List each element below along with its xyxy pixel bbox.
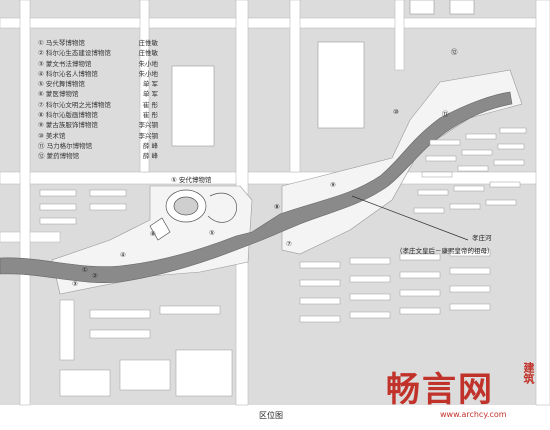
marker-2: ② bbox=[92, 272, 98, 280]
marker-7: ⑦ bbox=[286, 240, 292, 248]
legend-row: ⑤ 安代舞博物馆 单 军 bbox=[38, 79, 158, 89]
marker-4: ④ bbox=[120, 251, 126, 259]
legend-num: ⑥ bbox=[38, 90, 44, 99]
legend-num: ① bbox=[38, 39, 44, 47]
legend-museum: 马头琴博物馆 bbox=[45, 39, 85, 47]
legend-architect: 朱小地 bbox=[138, 59, 159, 68]
legend-row: ② 科尔沁生态建设博物馆 庄惟敏 bbox=[38, 48, 158, 58]
legend-num: ⑩ bbox=[38, 131, 44, 140]
legend-row: ④ 科尔沁名人博物馆 朱小地 bbox=[38, 69, 158, 79]
marker-9: ⑨ bbox=[330, 181, 336, 189]
legend-num: ③ bbox=[38, 59, 44, 68]
legend-num: ⑪ bbox=[38, 141, 45, 150]
legend-num: ⑧ bbox=[38, 111, 44, 120]
legend-row: ⑩ 美术馆 李兴钢 bbox=[38, 131, 158, 141]
river-callout-line bbox=[351, 195, 469, 241]
legend-architect: 崔 彤 bbox=[142, 111, 158, 120]
marker-5: ⑤ bbox=[209, 229, 215, 237]
legend-row: ⑦ 科尔沁文明之光博物馆 崔 彤 bbox=[38, 100, 158, 110]
legend-row: ⑨ 蒙古族服饰博物馆 李兴钢 bbox=[38, 120, 158, 130]
legend-museum: 美术馆 bbox=[45, 131, 66, 140]
marker-6: ⑥ bbox=[150, 230, 156, 238]
marker-12: ⑫ bbox=[451, 48, 458, 56]
andai-museum-label: ⑤ 安代博物馆 bbox=[171, 176, 212, 184]
legend-num: ② bbox=[38, 49, 44, 58]
legend-museum: 蒙古族服饰博物馆 bbox=[45, 121, 98, 130]
legend-architect: 单 军 bbox=[142, 80, 158, 89]
legend-museum: 蒙医博物馆 bbox=[45, 90, 79, 99]
museum-legend: ① 马头琴博物馆庄惟敏 ② 科尔沁生态建设博物馆庄惟敏 ③ 蒙文书法博物馆朱小地… bbox=[38, 38, 158, 162]
watermark-brand: 畅言网 bbox=[386, 370, 494, 410]
marker-8: ⑧ bbox=[274, 203, 280, 211]
legend-museum: 科尔沁版画博物馆 bbox=[45, 111, 98, 120]
legend-museum: 科尔沁生态建设博物馆 bbox=[45, 49, 111, 58]
legend-row: ⑫ 蒙药博物馆 薛 峰 bbox=[38, 151, 158, 161]
legend-num: ④ bbox=[38, 69, 44, 78]
marker-11: ⑪ bbox=[442, 110, 449, 118]
andai-museum bbox=[149, 189, 238, 241]
legend-row: ⑥ 蒙医博物馆 单 军 bbox=[38, 89, 158, 99]
legend-architect: 薛 峰 bbox=[142, 152, 158, 161]
legend-architect: 庄惟敏 bbox=[138, 39, 159, 47]
legend-num: ⑫ bbox=[38, 152, 45, 161]
legend-architect: 朱小地 bbox=[138, 69, 159, 78]
legend-num: ⑦ bbox=[38, 100, 44, 109]
large-buildings bbox=[171, 0, 475, 147]
legend-num: ⑤ bbox=[38, 80, 44, 89]
watermark-side: 建筑 bbox=[522, 362, 535, 384]
legend-museum: 科尔沁名人博物馆 bbox=[45, 69, 98, 78]
marker-3: ③ bbox=[72, 280, 78, 288]
residential-buildings bbox=[39, 127, 527, 397]
river-label: 孝庄河 bbox=[472, 234, 492, 242]
legend-architect: 李兴钢 bbox=[138, 121, 159, 130]
legend-museum: 蒙药博物馆 bbox=[46, 152, 80, 161]
watermark-url: www.archcy.com bbox=[440, 410, 507, 419]
legend-museum: 科尔沁文明之光博物馆 bbox=[45, 100, 111, 109]
marker-1: ① bbox=[82, 266, 88, 274]
legend-architect: 庄惟敏 bbox=[138, 49, 159, 58]
legend-row: ⑪ 马力格尔博物馆 薛 峰 bbox=[38, 141, 158, 151]
legend-row: ⑧ 科尔沁版画博物馆 崔 彤 bbox=[38, 110, 158, 120]
legend-row: ① 马头琴博物馆 庄惟敏 bbox=[38, 38, 158, 48]
legend-row: ③ 蒙文书法博物馆 朱小地 bbox=[38, 59, 158, 69]
legend-num: ⑨ bbox=[38, 121, 44, 130]
river-xiaozhuang bbox=[0, 91, 513, 283]
legend-museum: 马力格尔博物馆 bbox=[46, 141, 93, 150]
marker-10: ⑩ bbox=[393, 108, 399, 116]
legend-architect: 薛 峰 bbox=[142, 141, 158, 150]
legend-architect: 单 军 bbox=[142, 90, 158, 99]
legend-architect: 李兴钢 bbox=[138, 131, 159, 140]
legend-architect: 崔 彤 bbox=[142, 100, 158, 109]
figure-caption: 区位图 bbox=[259, 411, 283, 420]
legend-museum: 安代舞博物馆 bbox=[45, 80, 85, 89]
legend-museum: 蒙文书法博物馆 bbox=[45, 59, 92, 68]
river-note: （孝庄文皇后－康熙皇帝的祖母） bbox=[396, 247, 494, 255]
